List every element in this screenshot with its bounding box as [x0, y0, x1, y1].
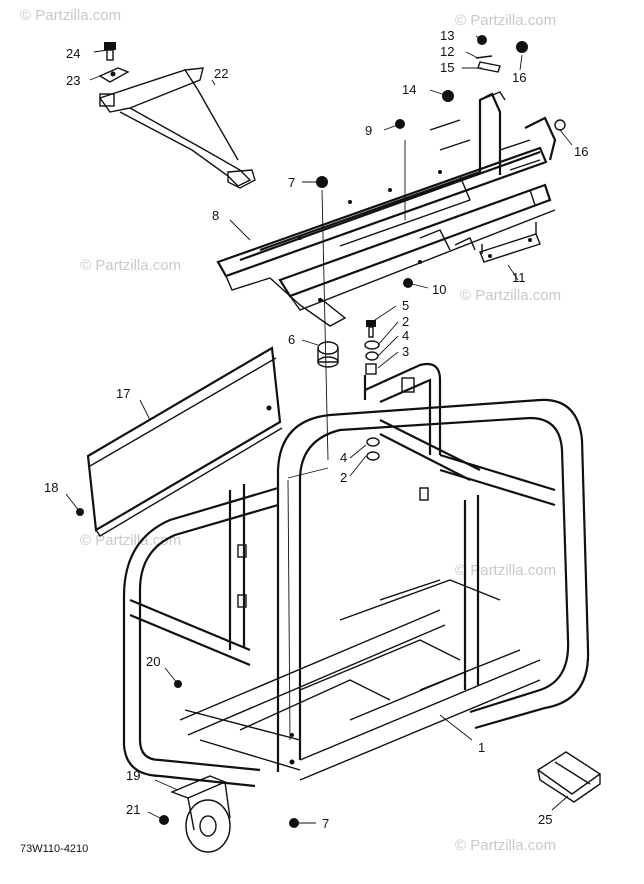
callout-16: 16: [574, 144, 588, 159]
callout-4: 4: [402, 328, 409, 343]
watermark: © Partzilla.com: [455, 837, 556, 854]
mount-fasteners: [364, 320, 380, 461]
watermark: © Partzilla.com: [455, 562, 556, 579]
main-frame: [122, 362, 590, 788]
callout-24: 24: [66, 46, 80, 61]
bracket-plate: [98, 67, 130, 83]
callout-7: 7: [322, 816, 329, 831]
callout-10: 10: [432, 282, 446, 297]
callout-13: 13: [440, 28, 454, 43]
callout-23: 23: [66, 73, 80, 88]
callout-1: 1: [478, 740, 485, 755]
lower-bracket: [479, 222, 541, 263]
callout-7: 7: [288, 175, 295, 190]
rubber-mount: [317, 341, 339, 368]
handle-bracket: [98, 67, 256, 189]
callout-15: 15: [440, 60, 454, 75]
callout-8: 8: [212, 208, 219, 223]
callout-labels: 1 2 2 3 4 4 5 6 7 7 8 9 10 11 12 13 14 1…: [44, 28, 588, 831]
callout-3: 3: [402, 344, 409, 359]
watermark: © Partzilla.com: [20, 7, 121, 24]
leader-lines: [65, 35, 573, 824]
callout-4: 4: [340, 450, 347, 465]
callout-19: 19: [126, 768, 140, 783]
callout-9: 9: [365, 123, 372, 138]
bolt: [104, 42, 116, 61]
callout-16: 16: [512, 70, 526, 85]
watermark: © Partzilla.com: [455, 12, 556, 29]
watermark: © Partzilla.com: [80, 257, 181, 274]
watermark: © Partzilla.com: [80, 532, 181, 549]
drawing-code: 73W110-4210: [20, 843, 88, 855]
callout-22: 22: [214, 66, 228, 81]
caster-wheel: [159, 775, 231, 853]
watermark: © Partzilla.com: [460, 287, 561, 304]
cover-plate: [86, 346, 283, 537]
callout-21: 21: [126, 802, 140, 817]
callout-2: 2: [402, 314, 409, 329]
callout-2: 2: [340, 470, 347, 485]
callout-14: 14: [402, 82, 416, 97]
callout-20: 20: [146, 654, 160, 669]
callout-18: 18: [44, 480, 58, 495]
callout-6: 6: [288, 332, 295, 347]
callout-25: 25: [538, 812, 552, 827]
mount-rail-assembly: [216, 91, 557, 327]
callout-17: 17: [116, 386, 130, 401]
callout-5: 5: [402, 298, 409, 313]
callout-11: 11: [512, 270, 526, 285]
callout-12: 12: [440, 44, 454, 59]
rubber-pad: [536, 751, 602, 803]
